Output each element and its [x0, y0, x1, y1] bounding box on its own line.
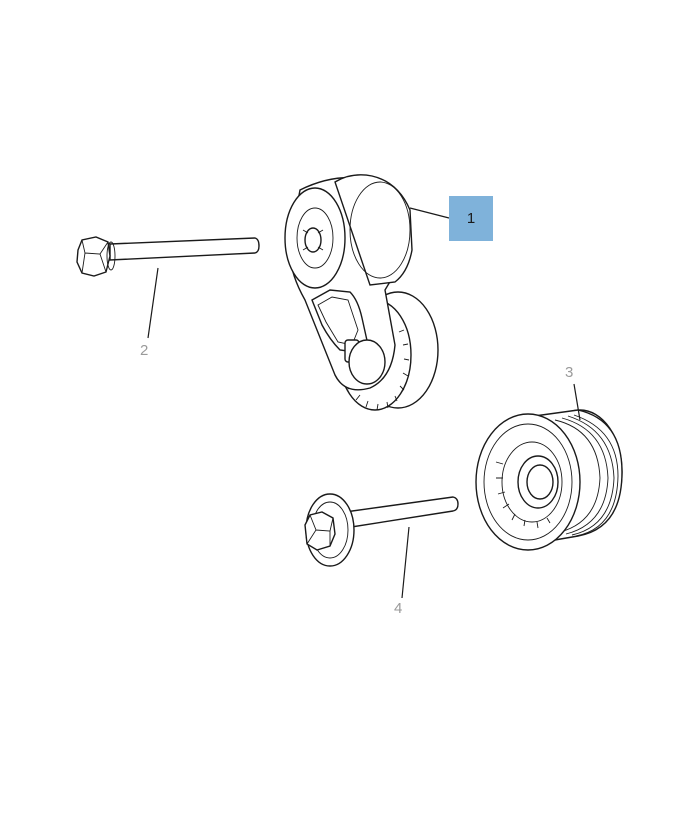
callout-4-label[interactable]: 4 [394, 600, 403, 617]
leader-line-2 [147, 267, 159, 339]
washer-bolt-icon[interactable] [304, 493, 459, 567]
tensioner-assembly-icon[interactable] [284, 174, 439, 411]
idler-pulley-icon[interactable] [475, 409, 623, 551]
leader-line-1 [409, 207, 450, 219]
callout-3-label[interactable]: 3 [565, 364, 574, 381]
callout-2-label[interactable]: 2 [140, 342, 149, 359]
callout-1-label: 1 [466, 210, 476, 227]
flange-bolt-icon[interactable] [76, 236, 260, 277]
leader-line-4 [401, 526, 410, 599]
callout-1-badge[interactable]: 1 [449, 196, 493, 241]
leader-line-3 [573, 383, 581, 421]
